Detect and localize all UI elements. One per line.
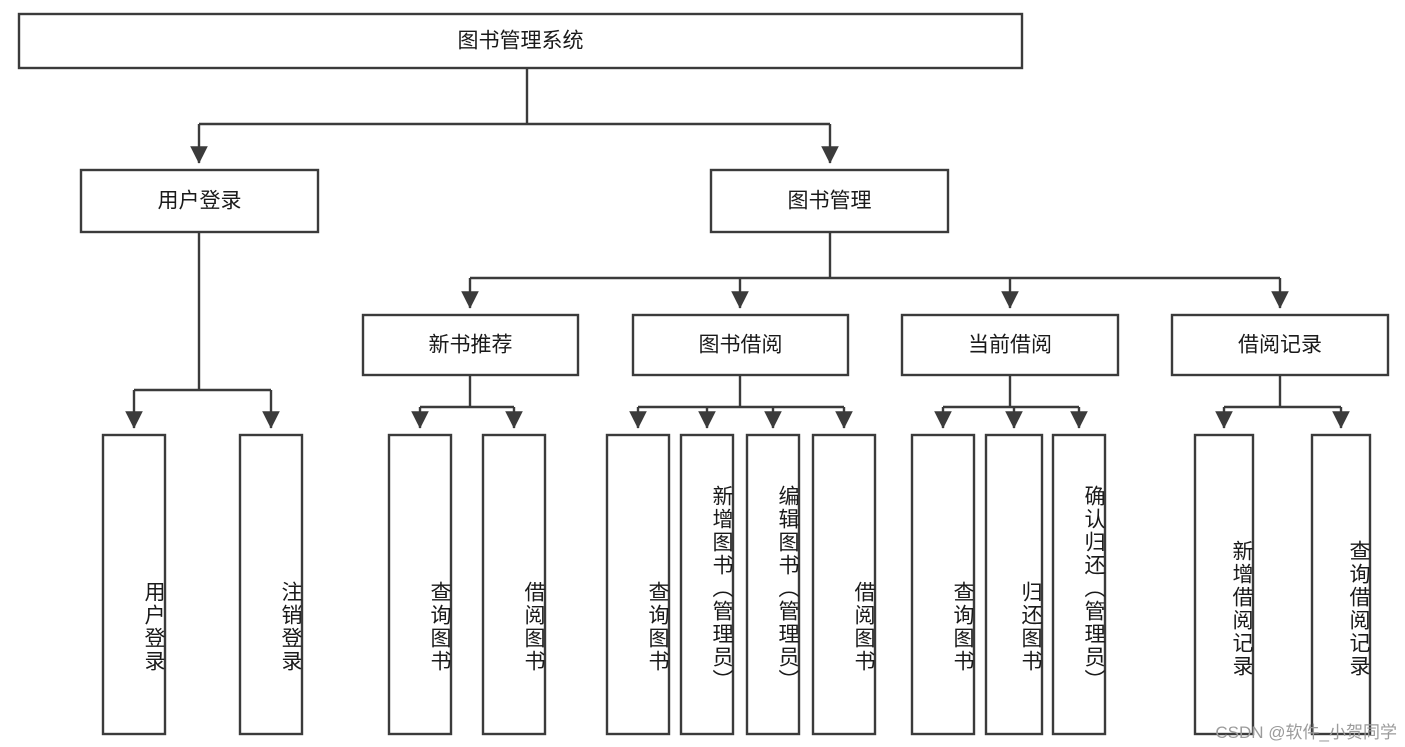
- node-new-book-recommend-label: 新书推荐: [429, 334, 513, 357]
- node-leaf-query-book-current-box[interactable]: [910, 433, 976, 736]
- node-leaf-logout-box[interactable]: [238, 433, 304, 736]
- node-root[interactable]: 图书管理系统: [17, 12, 1024, 70]
- node-leaf-query-book-recommend-box[interactable]: [387, 433, 453, 736]
- node-book-borrow-box[interactable]: [631, 313, 850, 377]
- edges-root-to-level2: [190, 68, 839, 164]
- node-leaf-edit-book-box[interactable]: [745, 433, 801, 736]
- node-leaf-add-borrow-record-box[interactable]: [1193, 433, 1255, 736]
- node-root-label: 图书管理系统: [458, 30, 584, 53]
- node-current-borrow-label: 当前借阅: [968, 334, 1052, 357]
- node-book-borrow[interactable]: 图书借阅: [631, 313, 850, 377]
- node-user-login[interactable]: 用户登录: [79, 168, 320, 234]
- node-leaf-query-book-borrow-box[interactable]: [605, 433, 671, 736]
- node-borrow-record[interactable]: 借阅记录: [1170, 313, 1390, 377]
- node-new-book-recommend[interactable]: 新书推荐: [361, 313, 580, 377]
- node-current-borrow-box[interactable]: [900, 313, 1120, 377]
- node-user-login-label: 用户登录: [158, 190, 242, 213]
- node-leaf-add-book-box[interactable]: [679, 433, 735, 736]
- node-root-box[interactable]: [17, 12, 1024, 70]
- node-leaf-confirm-return-box[interactable]: [1051, 433, 1107, 736]
- node-book-borrow-label: 图书借阅: [699, 334, 783, 357]
- csdn-watermark: CSDN @软件_小贺同学: [1215, 723, 1397, 742]
- node-leaf-borrow-book-box[interactable]: [811, 433, 877, 736]
- edges-user-login-to-leaves: [125, 232, 280, 429]
- edges-new-book-recommend-to-leaves: [411, 375, 523, 429]
- edges-current-borrow-to-leaves: [934, 375, 1088, 429]
- edges-book-management-to-level3: [461, 232, 1289, 309]
- node-leaf-borrow-book-recommend-box[interactable]: [481, 433, 547, 736]
- leaf-boxes: [101, 433, 1372, 736]
- node-book-management[interactable]: 图书管理: [709, 168, 950, 234]
- edges-borrow-record-to-leaves: [1215, 375, 1350, 429]
- node-book-management-box[interactable]: [709, 168, 950, 234]
- node-leaf-return-book-box[interactable]: [984, 433, 1044, 736]
- edges-book-borrow-to-leaves: [629, 375, 853, 429]
- node-borrow-record-box[interactable]: [1170, 313, 1390, 377]
- node-leaf-user-login-box[interactable]: [101, 433, 167, 736]
- node-current-borrow[interactable]: 当前借阅: [900, 313, 1120, 377]
- node-borrow-record-label: 借阅记录: [1238, 334, 1322, 357]
- node-user-login-box[interactable]: [79, 168, 320, 234]
- node-leaf-query-borrow-record-box[interactable]: [1310, 433, 1372, 736]
- node-new-book-recommend-box[interactable]: [361, 313, 580, 377]
- node-book-management-label: 图书管理: [788, 190, 872, 213]
